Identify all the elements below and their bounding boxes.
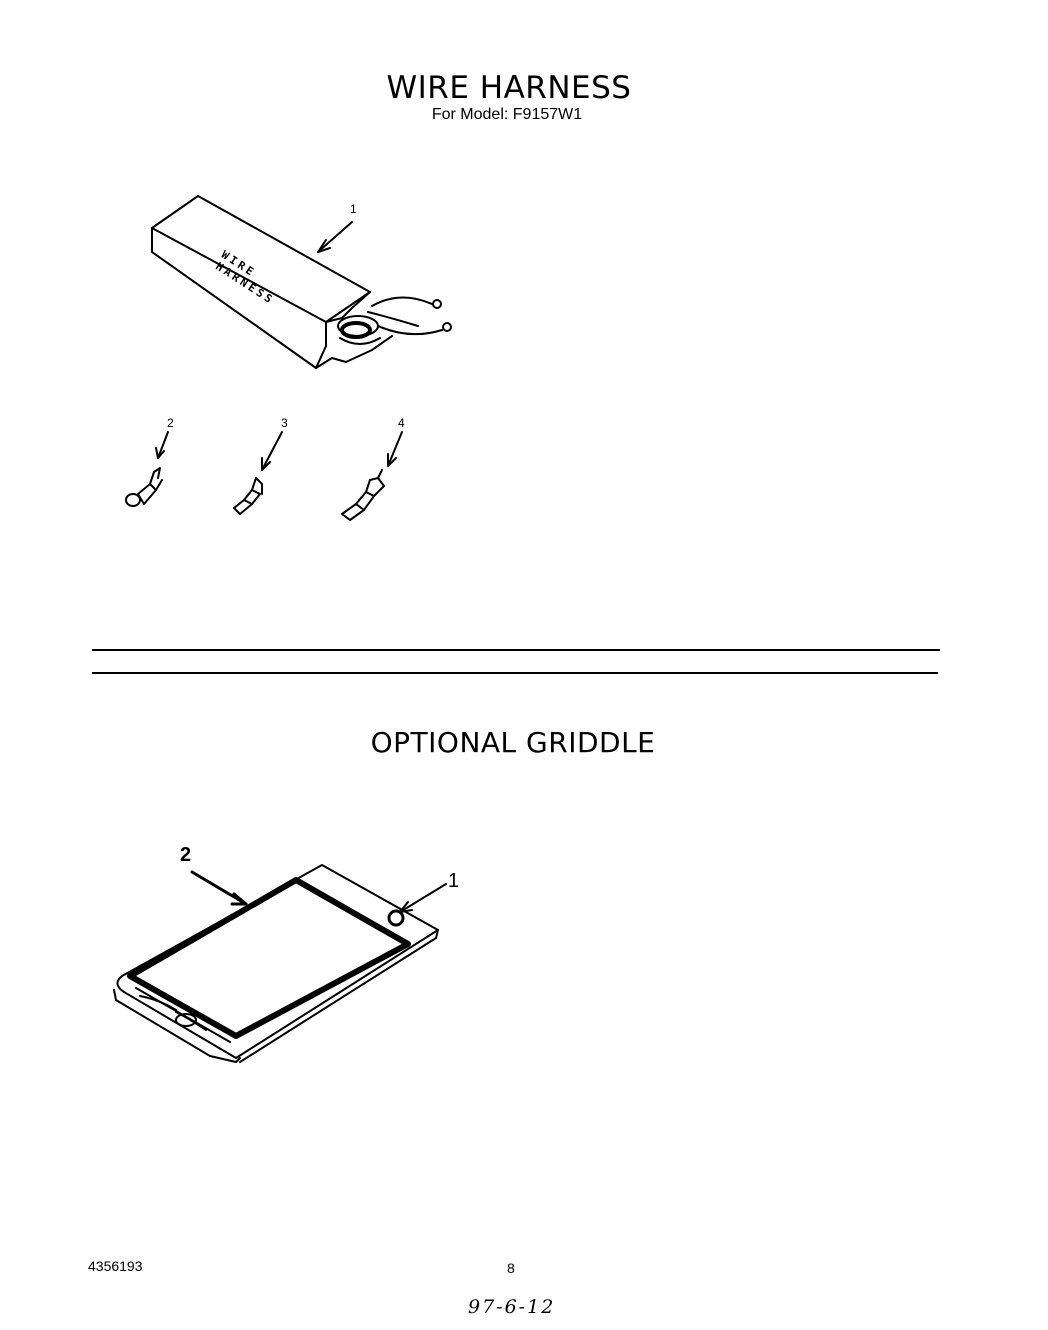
callout-4: 4 [398, 416, 405, 430]
callout-3: 3 [281, 416, 288, 430]
terminal-2 [125, 431, 169, 507]
callout-1: 1 [350, 202, 357, 216]
terminal-3 [233, 431, 283, 515]
handwritten-date-note: 97-6-12 [468, 1296, 556, 1318]
callout-2: 2 [167, 416, 174, 430]
callout-arrow-griddle-1 [399, 883, 447, 913]
griddle-section-title: OPTIONAL GRIDDLE [370, 726, 656, 759]
terminal-4 [341, 431, 403, 521]
wire-harness-box [151, 195, 452, 369]
griddle-callout-2: 2 [180, 844, 192, 866]
callout-arrow-griddle-2 [190, 870, 248, 906]
griddle-callout-1: 1 [448, 870, 460, 892]
griddle [113, 864, 439, 1063]
model-subtitle: For Model: F9157W1 [431, 106, 583, 123]
page-number: 8 [507, 1260, 515, 1276]
part-number: 4356193 [88, 1258, 143, 1274]
callout-arrow-1 [317, 221, 353, 253]
page-title: WIRE HARNESS [386, 70, 632, 106]
